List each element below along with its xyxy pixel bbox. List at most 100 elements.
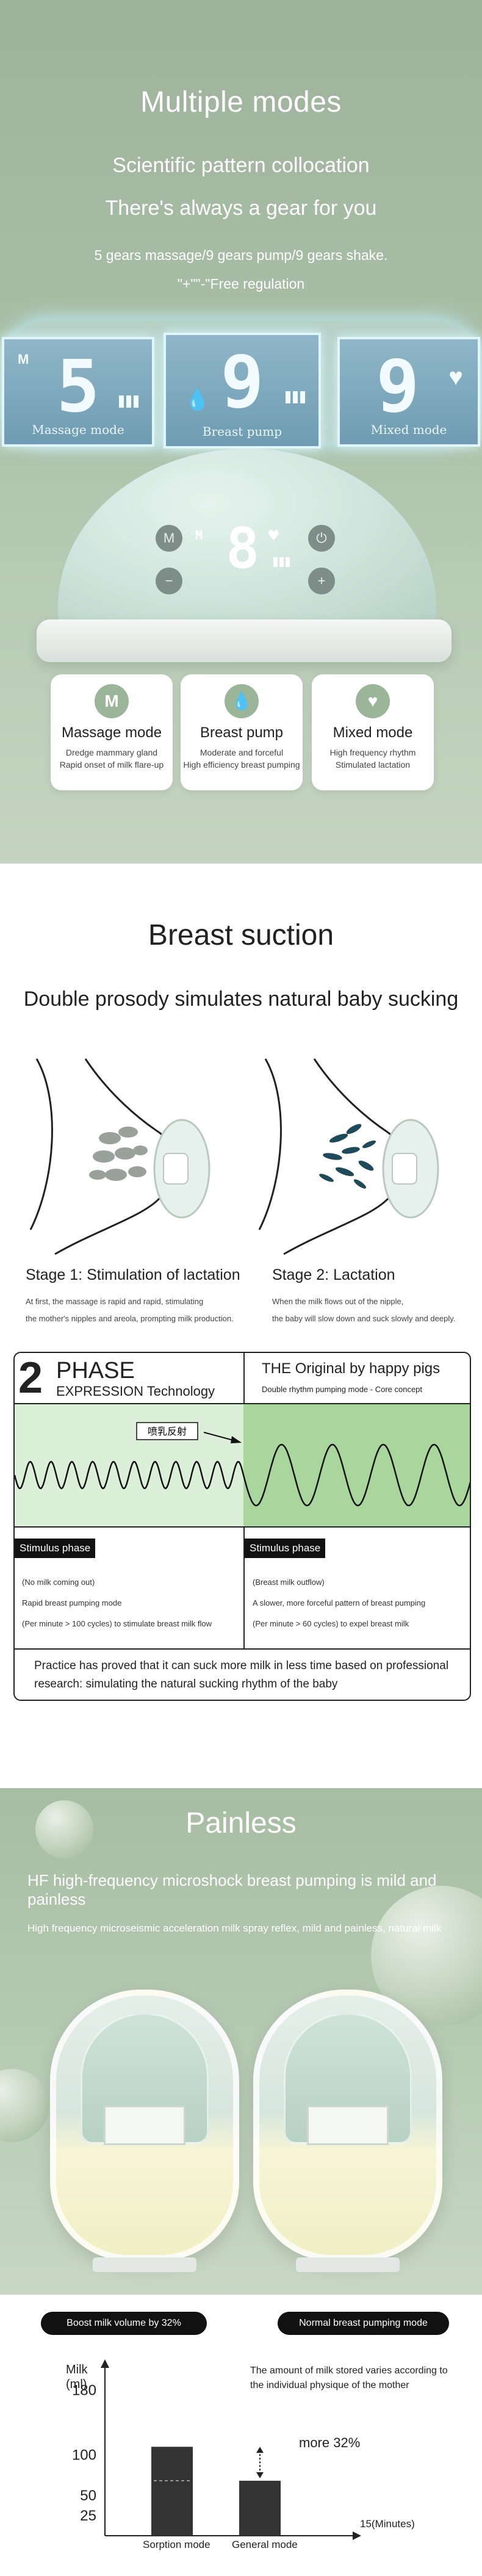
arrow-up-icon [256, 2447, 264, 2453]
modes-line-2: There's always a gear for you [105, 197, 377, 220]
mode-card-mixed: ♥ Mixed mode High frequency rhythm Stimu… [312, 674, 434, 790]
minus-button[interactable]: − [156, 568, 182, 594]
x-label-sorption: Sorption mode [143, 2539, 210, 2550]
modes-line-1: Scientific pattern collocation [112, 154, 370, 177]
phase-lower: Stimulus phase Stimulus phase (No milk c… [15, 1526, 470, 1650]
card-desc: Rapid onset of milk flare-up [59, 760, 164, 770]
device-digit: 8 [226, 516, 260, 581]
left-line: (No milk coming out) [22, 1578, 95, 1587]
modes-title: Multiple modes [140, 86, 342, 118]
painless-sub1: HF high-frequency microshock breast pump… [27, 1871, 437, 1908]
phase-header-left: 2 PHASE EXPRESSION Technology [15, 1353, 243, 1403]
card-desc: Moderate and forceful [200, 748, 284, 757]
decor-sphere [0, 2069, 49, 2142]
expression-tech: EXPRESSION Technology [56, 1384, 215, 1399]
screen-digit: 9 [220, 340, 264, 424]
pump-device-left [50, 1990, 239, 2272]
modes-line-3: 5 gears massage/9 gears pump/9 gears sha… [94, 247, 388, 263]
normal-pill: Normal breast pumping mode [278, 2312, 449, 2335]
y-tick-label: 100 [72, 2447, 96, 2464]
mode-button[interactable]: M [156, 525, 182, 552]
heart-icon: ♥ [268, 525, 279, 546]
m-mark: M [195, 528, 203, 543]
screen-digit: 9 [376, 344, 420, 428]
original-title: THE Original by happy pigs [262, 1360, 441, 1377]
level-bars-icon [273, 557, 290, 567]
y-tick-label: 50 [80, 2488, 96, 2504]
phase-table: 2 PHASE EXPRESSION Technology THE Origin… [13, 1352, 471, 1701]
bar-sorption [151, 2447, 193, 2536]
stage2-desc: the baby will slow down and suck slowly … [272, 1314, 456, 1323]
right-line: A slower, more forceful pattern of breas… [253, 1598, 426, 1607]
stimulus-tag-left: Stimulus phase [15, 1539, 96, 1558]
painless-section: Painless HF high-frequency microshock br… [0, 1788, 482, 2295]
painless-sub2: High frequency microseismic acceleration… [27, 1922, 442, 1934]
plus-button[interactable]: + [308, 568, 335, 594]
card-name: Mixed mode [333, 724, 413, 741]
level-bars-icon [286, 391, 305, 403]
y-axis-unit: (ml) [66, 2378, 87, 2391]
y-tick-label: 25 [80, 2508, 96, 2524]
screen-label: Massage mode [32, 422, 124, 437]
drop-icon: 💧 [184, 388, 210, 411]
drop-icon: 💧 [225, 684, 259, 718]
stage1-title: Stage 1: Stimulation of lactation [26, 1266, 240, 1283]
screen-massage-mode: M 5 Massage mode [2, 337, 154, 447]
more-annotation: more 32% [299, 2435, 361, 2450]
y-axis-arrow-icon [101, 2359, 109, 2368]
phase-number: 2 [18, 1354, 43, 1402]
device-base [37, 619, 451, 662]
power-button[interactable]: ⏻ [308, 525, 335, 552]
stage1-desc: the mother's nipples and areola, prompti… [26, 1314, 234, 1323]
card-desc: High efficiency breast pumping [183, 760, 300, 770]
phase-footer: Practice has proved that it can suck mor… [15, 1648, 470, 1700]
rhythm-wave: 喷乳反射 [15, 1422, 470, 1507]
stage1-illustration [29, 1058, 210, 1255]
x-axis-arrow-icon [353, 2531, 361, 2540]
y-tick-label: 180 [72, 2383, 96, 2399]
note-line: The amount of milk stored varies accordi… [250, 2365, 448, 2376]
suction-subtitle: Double prosody simulates natural baby su… [23, 987, 459, 1011]
x-label-general: General mode [232, 2539, 298, 2550]
stage2-desc: When the milk flows out of the nipple, [272, 1297, 404, 1306]
card-desc: High frequency rhythm [329, 748, 416, 757]
heart-icon: ♥ [448, 364, 463, 391]
card-name: Breast pump [200, 724, 284, 741]
mode-card-pump: 💧 Breast pump Moderate and forceful High… [181, 674, 303, 790]
decor-sphere [35, 1800, 93, 1858]
multiple-modes-section: Multiple modes Scientific pattern colloc… [0, 0, 482, 864]
stage2-title: Stage 2: Lactation [272, 1266, 395, 1283]
bar-general [239, 2480, 281, 2536]
phase-word: PHASE [56, 1358, 135, 1384]
original-sub: Double rhythm pumping mode - Core concep… [262, 1385, 423, 1394]
x-axis-unit: 15(Minutes) [360, 2518, 415, 2530]
right-line: (Per minute > 60 cycles) to expel breast… [253, 1619, 409, 1628]
screen-digit: 5 [56, 344, 100, 428]
arrow-down-icon [256, 2472, 264, 2478]
card-name: Massage mode [61, 724, 162, 741]
level-bars-icon [119, 395, 138, 408]
boost-section: Boost milk volume by 32% Normal breast p… [0, 2295, 482, 2576]
wave-label: 喷乳反射 [148, 1426, 187, 1437]
left-line: (Per minute > 100 cycles) to stimulate b… [22, 1619, 212, 1628]
left-line: Rapid breast pumping mode [22, 1598, 122, 1607]
stage1-desc: At first, the massage is rapid and rapid… [26, 1297, 204, 1306]
screen-breast-pump: 💧 9 Breast pump [164, 333, 321, 449]
boost-chart: 180 100 50 25 [72, 2359, 361, 2540]
mode-card-massage: M Massage mode Dredge mammary gland Rapi… [51, 674, 173, 790]
heart-icon: ♥ [356, 684, 390, 718]
screen-label: Breast pump [202, 424, 282, 439]
modes-line-4: "+""-"Free regulation [177, 276, 305, 292]
phase-header-right: THE Original by happy pigs Double rhythm… [243, 1353, 470, 1403]
card-desc: Stimulated lactation [335, 760, 411, 770]
suction-title: Breast suction [148, 919, 334, 951]
right-line: (Breast milk outflow) [253, 1578, 325, 1587]
boost-pill: Boost milk volume by 32% [41, 2312, 207, 2335]
stage2-illustration [258, 1058, 439, 1255]
m-mark: M [18, 352, 29, 367]
note-line: the individual physique of the mother [250, 2380, 409, 2390]
screen-label: Mixed mode [370, 422, 447, 437]
pump-device-right [253, 1990, 442, 2272]
card-desc: Dredge mammary gland [65, 748, 158, 757]
